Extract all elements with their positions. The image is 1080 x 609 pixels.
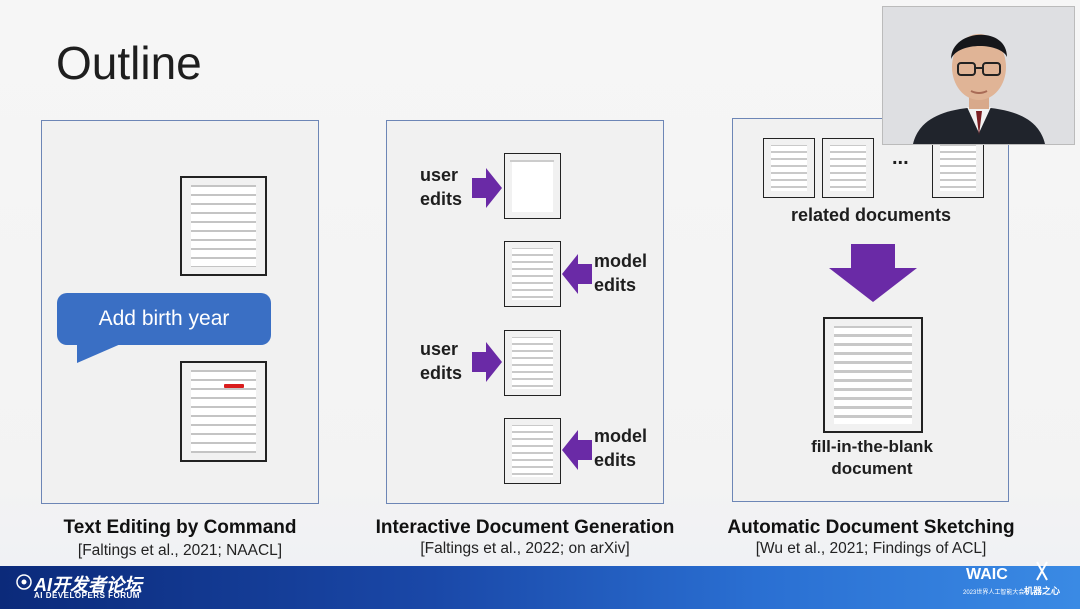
step-3-label: user edits: [420, 339, 463, 383]
organizer-logo-icon: [1036, 561, 1048, 581]
related-document-1: [763, 138, 815, 198]
step-1-label: user edits: [420, 165, 463, 209]
related-document-n: [932, 138, 984, 198]
step-2-arrow-icon: [562, 254, 592, 294]
down-arrow-icon: [829, 244, 917, 302]
blank-gap-2: [870, 355, 892, 358]
citation-document-sketching: [Wu et al., 2021; Findings of ACL]: [755, 540, 987, 557]
blank-gap-1: [840, 337, 858, 340]
waic-logo-text: WAIC: [966, 566, 1008, 583]
forum-subtitle: AI DEVELOPERS FORUM: [34, 591, 140, 600]
blank-gap-3: [845, 382, 861, 385]
caption-interactive-generation: Interactive Document Generation: [375, 517, 675, 538]
citation-text-editing: [Faltings et al., 2021; NAACL]: [77, 542, 283, 559]
caption-text-editing: Text Editing by Command: [63, 517, 297, 538]
speaker-webcam-image: [882, 6, 1075, 145]
document-before-edit: [180, 176, 267, 276]
edit-highlight-mark: [224, 384, 244, 388]
fill-in-the-blank-document: [823, 317, 923, 433]
slide-title: Outline: [56, 37, 202, 89]
step-1-document-line: [510, 160, 554, 162]
step-1-document: [504, 153, 561, 219]
step-3-arrow-icon: [472, 342, 502, 382]
related-documents-ellipsis: ...: [892, 147, 909, 169]
forum-name: AI开发者论坛: [34, 575, 142, 595]
output-document-label: fill-in-the-blank document: [811, 437, 933, 478]
forum-logo-icon: [16, 574, 32, 590]
document-after-edit: [180, 361, 267, 462]
related-document-2: [822, 138, 874, 198]
step-4-document: [504, 418, 561, 484]
related-documents-label: related documents: [790, 205, 952, 225]
step-2-document: [504, 241, 561, 307]
step-1-arrow-icon: [472, 168, 502, 208]
citation-interactive-generation: [Faltings et al., 2022; on arXiv]: [420, 540, 630, 557]
blank-gap-4: [880, 400, 900, 403]
organizer-name: 机器之心: [1024, 586, 1061, 596]
waic-subtitle: 2023世界人工智能大会: [963, 590, 1025, 596]
step-4-label: model edits: [594, 426, 648, 470]
caption-document-sketching: Automatic Document Sketching: [727, 517, 1015, 538]
command-bubble: Add birth year: [57, 293, 271, 345]
step-2-label: model edits: [594, 251, 648, 295]
step-4-arrow-icon: [562, 430, 592, 470]
footer-bar: [0, 566, 1080, 609]
step-3-document: [504, 330, 561, 396]
command-bubble-tail: [77, 343, 123, 363]
